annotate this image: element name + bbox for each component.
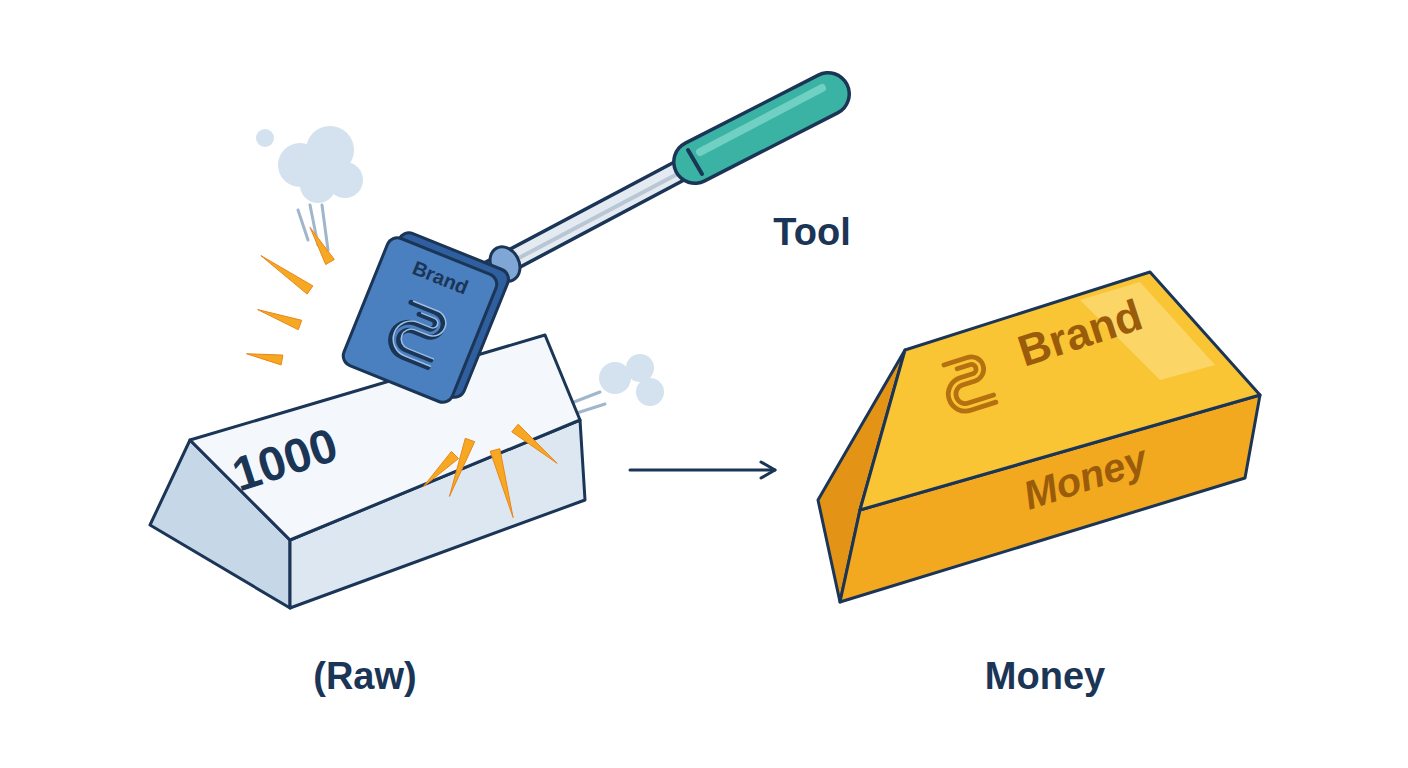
spark <box>512 424 557 463</box>
puff <box>636 378 664 406</box>
grip <box>695 94 828 162</box>
grip-outline <box>695 94 828 162</box>
puff <box>626 354 654 382</box>
spark <box>490 449 513 518</box>
money-label: Money <box>985 657 1105 695</box>
grip-highlight <box>700 88 822 152</box>
tool-label: Tool <box>773 213 850 251</box>
motion-line <box>298 210 308 240</box>
spark <box>261 256 313 295</box>
brand-text: Brand <box>410 257 471 297</box>
spark <box>449 438 474 496</box>
grip-edge <box>688 150 702 174</box>
spark <box>247 354 283 365</box>
tool-handle <box>470 88 828 286</box>
spark <box>310 227 334 264</box>
gold-ingot-outline <box>810 265 1280 610</box>
motion-line <box>322 205 328 250</box>
raw-label: (Raw) <box>313 657 416 695</box>
puff <box>300 167 336 203</box>
gold-ingot: BrandMoney <box>810 265 1280 610</box>
spark <box>423 451 458 486</box>
spark <box>258 310 302 330</box>
puff <box>256 129 274 147</box>
flow-arrow <box>630 469 775 472</box>
brand-logo-highlight <box>388 299 451 366</box>
brand-logo <box>939 353 996 415</box>
